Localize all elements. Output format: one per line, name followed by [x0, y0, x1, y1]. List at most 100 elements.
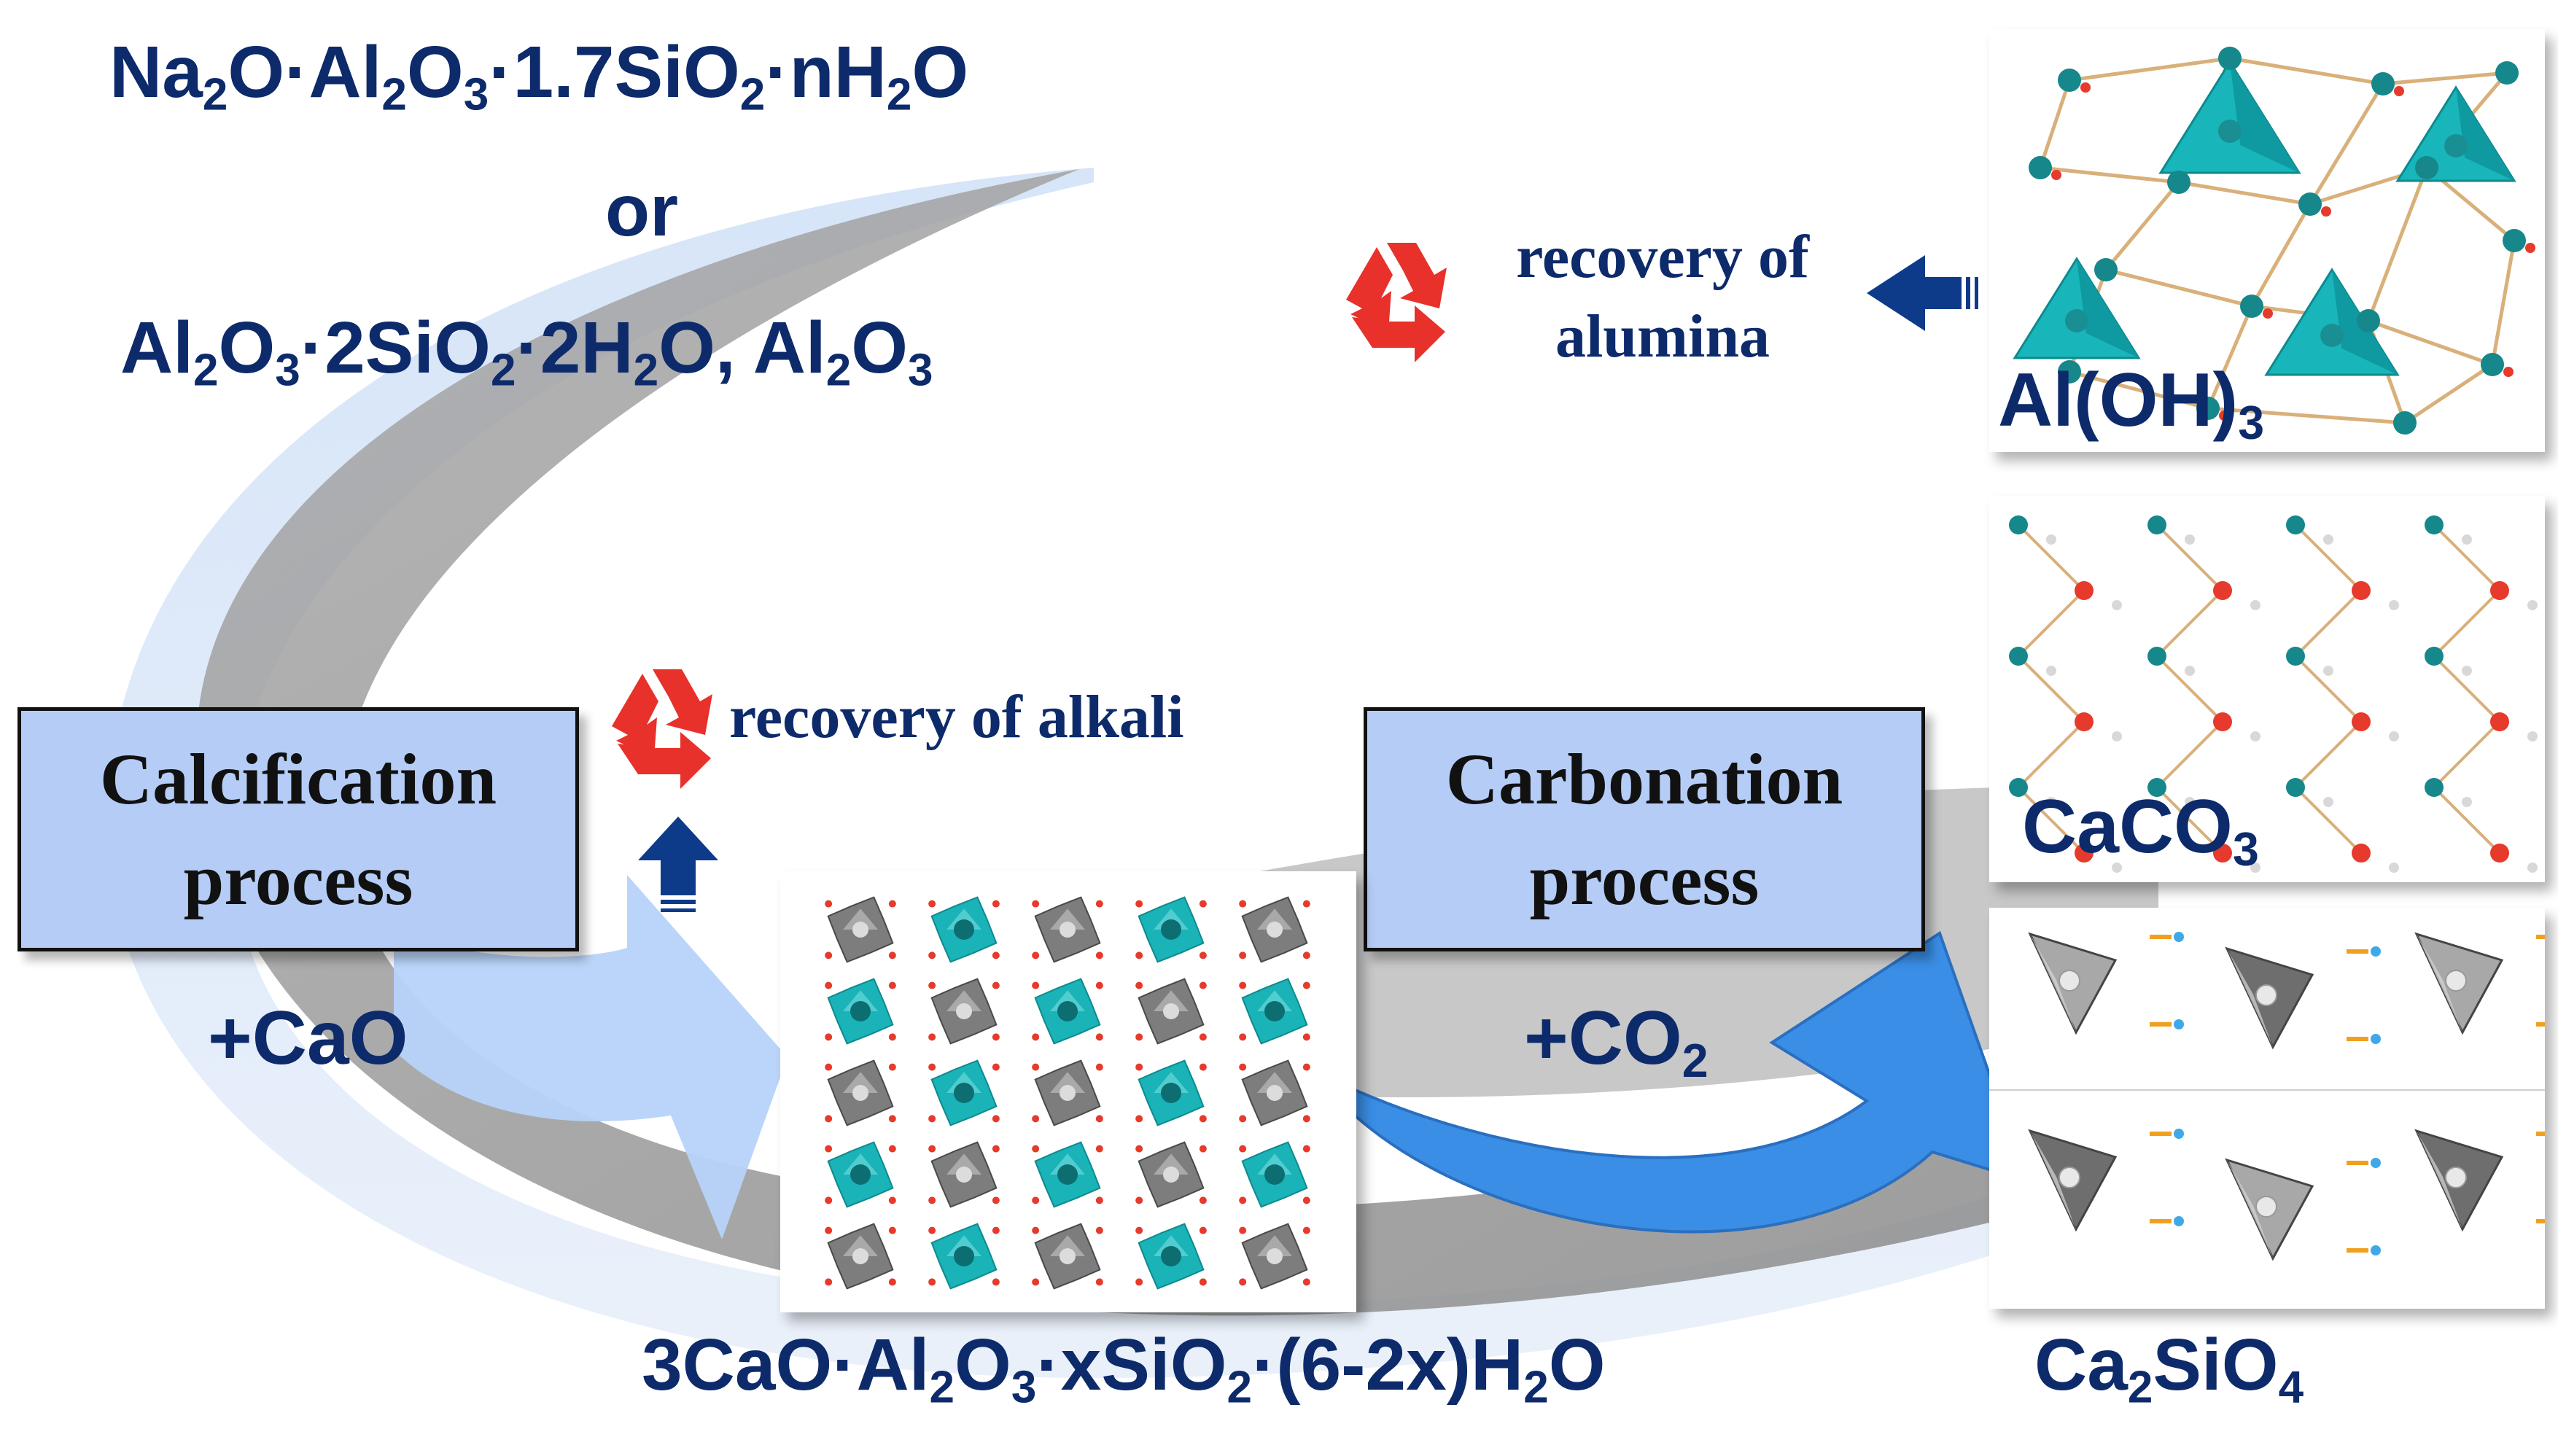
oxygen-atom — [1095, 1115, 1103, 1123]
oxygen-atom — [1095, 900, 1103, 908]
oxygen-atom — [1239, 1278, 1247, 1286]
polyhedron-face — [1154, 990, 1189, 1011]
bond — [2368, 319, 2493, 367]
oxygen-atom — [2490, 844, 2509, 863]
c-atom — [2389, 600, 2399, 610]
bond — [2366, 167, 2429, 322]
oxygen-atom — [2075, 581, 2094, 600]
tetrahedron-face — [2417, 1131, 2462, 1229]
carbonation-box: Carbonation process — [1364, 707, 1925, 951]
bond — [2433, 523, 2501, 592]
c-atom — [2250, 600, 2260, 610]
aloh3-panel: Al(OH)3 — [1989, 29, 2545, 452]
bond — [2433, 786, 2501, 854]
oxygen-atom — [1032, 981, 1040, 989]
tetrahedron-face — [2227, 1160, 2273, 1258]
c-atom — [2112, 600, 2122, 610]
oxygen-atom — [888, 951, 896, 959]
bond — [2382, 71, 2508, 86]
oxygen-atom — [2174, 932, 2184, 942]
oxygen-atom — [1032, 1033, 1040, 1041]
oxygen-atom — [2051, 170, 2061, 180]
starting-formula-line1: Na2O·Al2O3·1.7SiO2·nH2O — [109, 31, 969, 120]
oxygen-atom — [992, 981, 1000, 989]
polyhedron-face — [843, 1072, 878, 1093]
oxygen-atom — [992, 1278, 1000, 1286]
ca-atom — [2009, 778, 2028, 797]
c-atom — [2389, 863, 2399, 873]
oxygen-atom — [888, 1033, 896, 1041]
oxygen-atom — [1199, 1033, 1207, 1041]
ca-atom — [2425, 515, 2444, 534]
oxygen-atom — [2321, 206, 2331, 217]
bond — [2207, 406, 2406, 425]
recovery-alumina-line2: alumina — [1555, 303, 1770, 371]
oxygen-atom — [888, 1278, 896, 1286]
oxygen-atom — [825, 1063, 833, 1071]
c-atom — [2046, 534, 2056, 545]
c-atom — [2389, 731, 2399, 741]
oxygen-atom — [2213, 712, 2232, 731]
oxygen-atom — [928, 1278, 936, 1286]
oxygen-atom — [2213, 581, 2232, 600]
oxygen-atom — [1302, 1226, 1310, 1234]
bond — [2155, 655, 2224, 723]
ca-atom — [2445, 970, 2467, 992]
oxygen-atom — [888, 1226, 896, 1234]
oxygen-atom — [2075, 844, 2094, 863]
atom — [1267, 1248, 1283, 1264]
oxygen-atom — [928, 1196, 936, 1204]
oh-atom — [2371, 72, 2395, 96]
intermediate-formula: 3CaO·Al2O3·xSiO2·(6-2x)H2O — [642, 1324, 1606, 1413]
polyhedron-face — [1050, 908, 1085, 930]
starting-formula-or: or — [605, 170, 678, 252]
ca-atom — [2059, 970, 2080, 992]
oxygen-atom — [928, 951, 936, 959]
atom — [850, 1001, 871, 1021]
oxygen-atom — [1095, 1063, 1103, 1071]
oh-atom — [2058, 360, 2081, 384]
oxygen-atom — [1135, 981, 1143, 989]
oxygen-atom — [2371, 1245, 2381, 1255]
oxygen-atom — [1032, 1063, 1040, 1071]
aloh3-structure-image — [2013, 47, 2535, 435]
bond — [2403, 362, 2494, 425]
polyhedron-face — [1257, 1072, 1292, 1093]
oxygen-atom — [2213, 844, 2232, 863]
oxygen-atom — [825, 1226, 833, 1234]
ca2sio4-structure-image — [1989, 932, 2545, 1261]
polyhedron-face — [843, 908, 878, 930]
oxygen-atom — [1032, 1115, 1040, 1123]
al-atom — [2444, 134, 2468, 157]
bond — [2433, 589, 2501, 658]
oxygen-atom — [1302, 1145, 1310, 1153]
oxygen-atom — [992, 1196, 1000, 1204]
bond — [2433, 655, 2501, 723]
oh-atom — [2167, 171, 2190, 194]
oxygen-atom — [1032, 951, 1040, 959]
bond — [2229, 56, 2384, 86]
starting-formula-line3: Al2O3·2SiO2·2H2O, Al2O3 — [120, 307, 933, 396]
oxygen-atom — [1135, 1033, 1143, 1041]
oxygen-atom — [992, 1115, 1000, 1123]
c-atom — [2112, 731, 2122, 741]
atom — [1264, 1164, 1285, 1185]
oxygen-atom — [825, 951, 833, 959]
oxygen-atom — [992, 1063, 1000, 1071]
ca-atom — [2286, 515, 2305, 534]
c-atom — [2185, 797, 2195, 807]
oxygen-atom — [1302, 1033, 1310, 1041]
calcification-line1: Calcification — [99, 738, 497, 820]
recovery-alumina-label: recovery of alumina — [1466, 217, 1859, 376]
oxygen-atom — [1239, 1063, 1247, 1071]
oxygen-atom — [888, 1196, 896, 1204]
oxygen-atom — [1302, 1196, 1310, 1204]
bond — [2294, 655, 2363, 723]
bond — [2069, 370, 2209, 410]
oh-atom — [2058, 69, 2081, 92]
oxygen-atom — [1032, 900, 1040, 908]
oxygen-atom — [1032, 1278, 1040, 1286]
oxygen-atom — [992, 1033, 1000, 1041]
oxygen-atom — [1199, 1196, 1207, 1204]
oxygen-atom — [1199, 1145, 1207, 1153]
